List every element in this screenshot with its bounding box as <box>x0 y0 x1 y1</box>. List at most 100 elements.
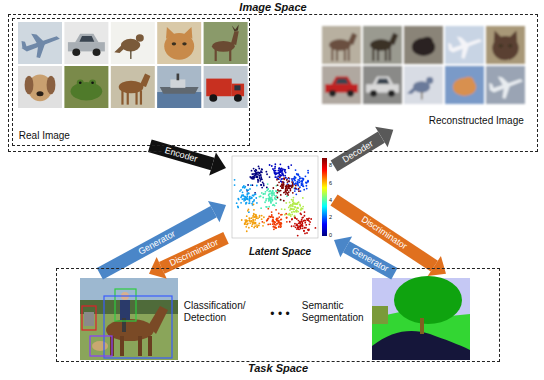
tile-detail <box>47 76 56 94</box>
scatter-point <box>274 166 276 168</box>
tile-detail <box>177 74 180 81</box>
scatter-point <box>246 223 248 225</box>
real-image-grid <box>18 22 248 108</box>
scatter-point <box>292 200 294 202</box>
scatter-point <box>291 208 293 210</box>
scatter-point <box>266 220 268 222</box>
scatter-point <box>294 217 296 219</box>
scatter-point <box>307 229 309 231</box>
colorbar-tick: 4 <box>329 198 335 204</box>
tile-detail <box>89 79 96 86</box>
scatter-point <box>286 184 288 186</box>
scatter-point <box>308 229 310 231</box>
tile-detail <box>329 90 336 97</box>
scatter-point <box>280 171 282 173</box>
scatter-point <box>275 227 277 229</box>
scatter-point <box>255 215 257 217</box>
scatter-point <box>288 187 290 189</box>
arrow-label: Encoder <box>162 144 201 165</box>
detection-photo <box>80 278 178 360</box>
scatter-point <box>259 216 261 218</box>
scatter-point <box>298 190 300 192</box>
scatter-point <box>240 202 242 204</box>
tile-detail <box>389 48 391 61</box>
tile-detail <box>234 94 242 102</box>
scatter-point <box>291 199 293 201</box>
scatter-point <box>295 203 297 205</box>
scatter-point <box>244 223 246 225</box>
tile-detail <box>376 79 389 84</box>
tsne-scatter <box>232 156 327 238</box>
scatter-point <box>296 207 298 209</box>
tile-detail <box>448 43 453 50</box>
tile-detail <box>184 27 193 39</box>
arrow-shaft <box>334 200 434 266</box>
tile-ground <box>404 66 443 104</box>
scatter-point <box>241 198 243 200</box>
colorbar-tick: 8 <box>329 163 335 169</box>
scatter-point <box>253 176 255 178</box>
space-heading: Task Space <box>57 362 499 374</box>
scatter-point <box>256 173 258 175</box>
scatter-point <box>284 208 286 210</box>
scatter-point <box>271 195 273 197</box>
scatter-point <box>253 168 255 170</box>
tile-detail <box>372 77 393 85</box>
scatter-point <box>252 222 254 224</box>
scatter-point <box>280 178 282 180</box>
scatter-point <box>242 191 244 193</box>
scatter-point <box>255 176 257 178</box>
scatter-point <box>280 214 282 216</box>
scatter-point <box>294 187 296 189</box>
scatter-point <box>291 219 293 221</box>
tile-detail <box>127 90 129 104</box>
scatter-point <box>281 178 283 180</box>
scatter-point <box>274 197 276 199</box>
scatter-point <box>245 202 247 204</box>
tile-detail <box>372 48 374 61</box>
scatter-point <box>291 186 293 188</box>
scatter-point <box>283 192 285 194</box>
tile-detail <box>36 91 43 96</box>
scatter-point <box>269 190 271 192</box>
scatter-point <box>290 215 292 217</box>
scatter-point <box>267 224 269 226</box>
scatter-point <box>301 217 303 219</box>
tile-detail <box>22 41 27 48</box>
scatter-point <box>280 170 282 172</box>
scatter-point <box>267 188 269 190</box>
scatter-point <box>255 169 257 171</box>
scatter-point <box>298 181 300 183</box>
scatter-point <box>244 223 246 225</box>
block-arrow <box>334 127 393 166</box>
scatter-point <box>300 190 302 192</box>
scatter-point <box>247 184 249 186</box>
scatter-point <box>248 227 250 229</box>
tile-detail <box>347 90 354 97</box>
scatter-point <box>279 176 281 178</box>
scatter-point <box>282 168 284 170</box>
scatter-point <box>304 215 306 217</box>
segmentation-map <box>372 276 470 360</box>
image-group: Real Image <box>12 18 250 146</box>
scatter-point <box>297 235 299 237</box>
photo-tile <box>157 66 201 108</box>
scatter-point <box>280 180 282 182</box>
scatter-point <box>249 188 251 190</box>
scatter-point <box>280 170 282 172</box>
photo-tile <box>18 22 62 64</box>
tile-detail <box>75 34 99 43</box>
scatter-point <box>254 222 256 224</box>
scatter-point <box>280 223 282 225</box>
scatter-point <box>261 168 263 170</box>
photo-tile <box>445 26 484 64</box>
scatter-point <box>246 194 248 196</box>
scatter-point <box>250 177 252 179</box>
scatter-point <box>261 169 263 171</box>
scatter-point <box>279 174 281 176</box>
scatter-point <box>289 201 291 203</box>
scatter-point <box>306 232 308 234</box>
photo-tile <box>486 66 525 104</box>
